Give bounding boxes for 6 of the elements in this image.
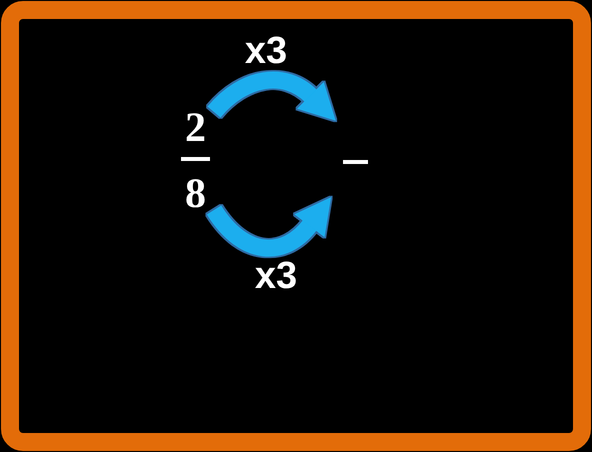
denominator: 8 [177,173,214,215]
edge-label: x3 [254,257,298,295]
curved-arrow [208,72,338,119]
edge-label: x3 [244,32,288,70]
curved-arrow [207,198,333,256]
numerator: 2 [177,107,214,149]
